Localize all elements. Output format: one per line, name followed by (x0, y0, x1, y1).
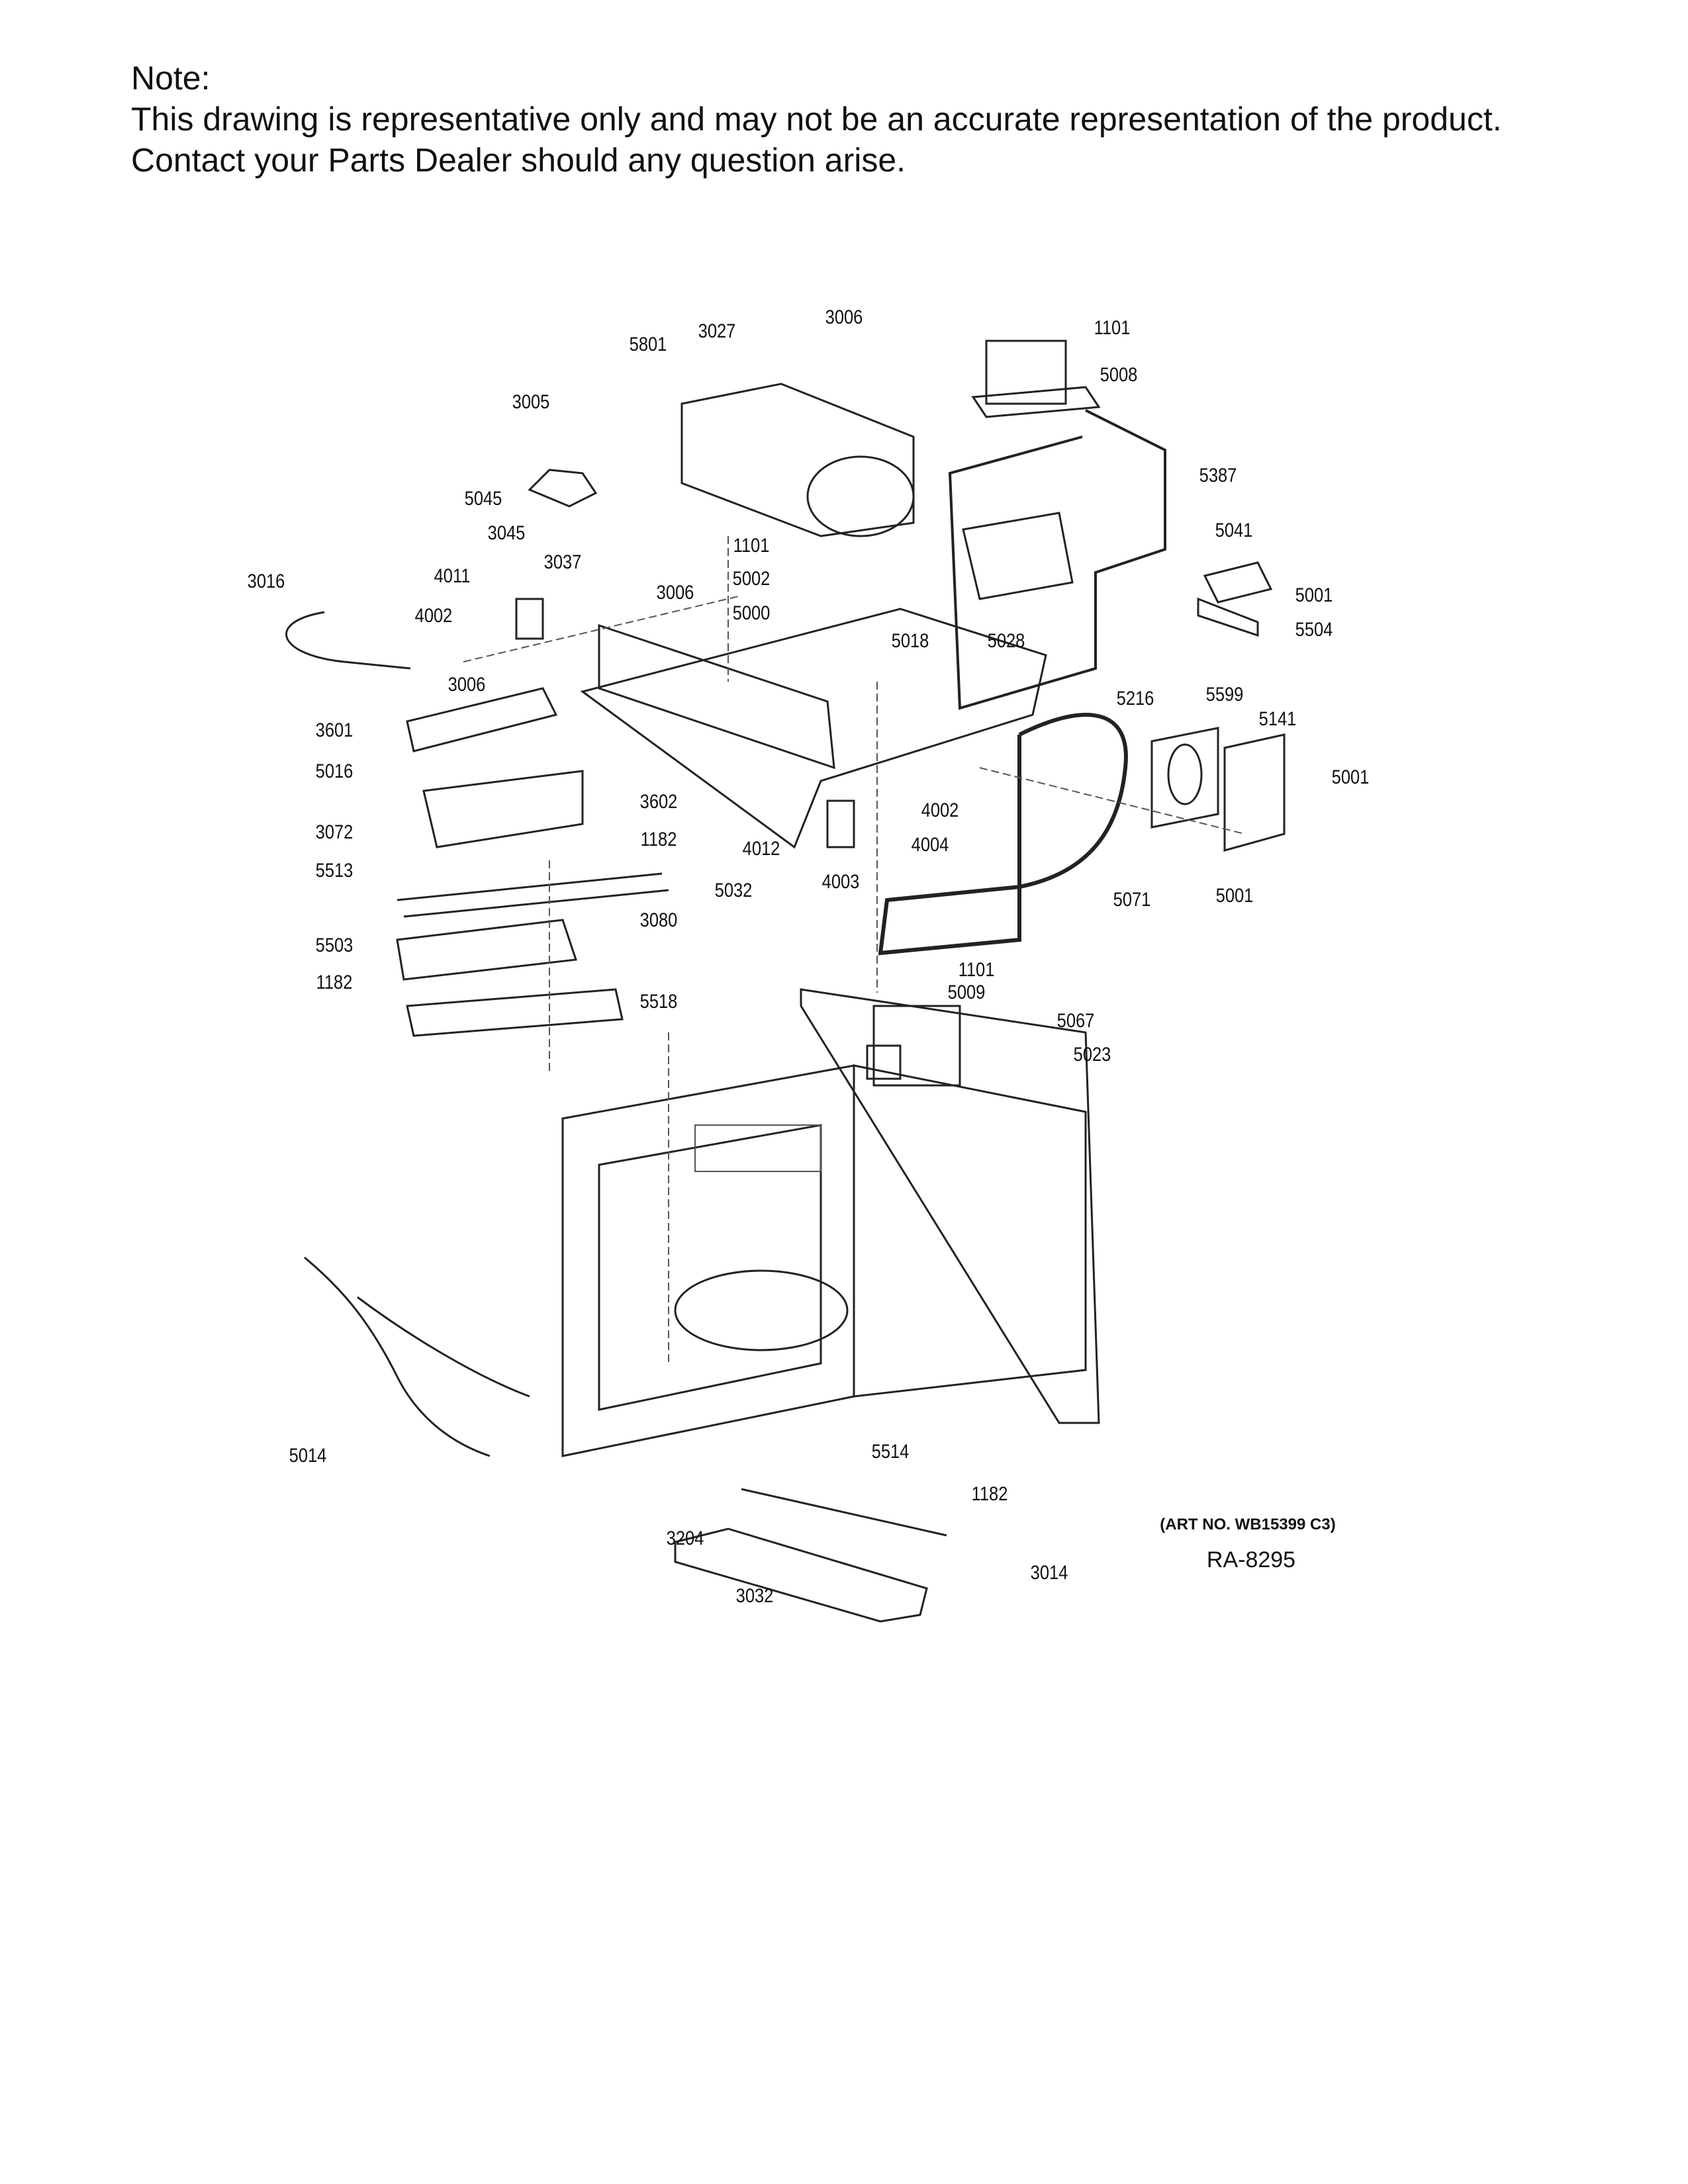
fan-motor (806, 455, 915, 537)
part-label-1101: 1101 (958, 959, 995, 981)
part-label-5503: 5503 (315, 934, 353, 956)
part-label-5514: 5514 (871, 1441, 910, 1463)
part-label-5599: 5599 (1205, 684, 1244, 705)
part-label-5513: 5513 (315, 860, 353, 882)
part-label-3032: 3032 (735, 1585, 774, 1607)
part-label-3602: 3602 (639, 791, 678, 813)
part-label-5041: 5041 (1215, 520, 1253, 541)
note-line-2: Contact your Parts Dealer should any que… (131, 142, 906, 179)
part-label-5018: 5018 (891, 630, 929, 652)
art-number: (ART NO. WB15399 C3) (1160, 1516, 1336, 1533)
part-label-3080: 3080 (639, 909, 678, 931)
part-label-5016: 5016 (315, 760, 353, 782)
part-label-3601: 3601 (315, 719, 353, 741)
part-label-5801: 5801 (629, 334, 667, 355)
part-label-5141: 5141 (1258, 708, 1297, 730)
part-label-4011: 4011 (434, 565, 471, 587)
part-label-5504: 5504 (1295, 619, 1333, 641)
part-label-5216: 5216 (1116, 688, 1154, 709)
part-label-4012: 4012 (742, 838, 780, 860)
part-label-5001: 5001 (1215, 885, 1254, 907)
vent-bar (598, 623, 835, 770)
part-label-5009: 5009 (947, 981, 986, 1003)
part-label-5045: 5045 (464, 488, 502, 510)
drawing-id: RA-8295 (1206, 1547, 1296, 1572)
part-label-4002: 4002 (921, 799, 959, 821)
part-label-3072: 3072 (315, 821, 353, 843)
note-heading: Note: (131, 60, 211, 97)
part-label-1182: 1182 (640, 829, 677, 850)
part-label-5002: 5002 (732, 568, 771, 590)
part-label-1182: 1182 (971, 1483, 1008, 1505)
part-label-4004: 4004 (911, 834, 949, 856)
part-label-3006: 3006 (656, 582, 694, 604)
part-label-5071: 5071 (1113, 889, 1151, 911)
fan-bracket (680, 383, 915, 537)
part-label-5028: 5028 (987, 630, 1025, 652)
part-label-5014: 5014 (289, 1445, 327, 1467)
part-label-3204: 3204 (666, 1527, 704, 1549)
oven-frame (561, 1064, 855, 1457)
part-label-4003: 4003 (821, 871, 860, 893)
part-label-3037: 3037 (543, 551, 582, 573)
part-label-5008: 5008 (1100, 364, 1138, 386)
part-label-3005: 3005 (512, 391, 550, 413)
part-label-5001: 5001 (1331, 766, 1370, 788)
part-label-1182: 1182 (316, 972, 353, 993)
part-label-5000: 5000 (732, 602, 771, 624)
part-label-3006: 3006 (447, 674, 486, 696)
part-label-3016: 3016 (247, 570, 285, 592)
part-label-5387: 5387 (1199, 465, 1237, 486)
part-label-5023: 5023 (1073, 1044, 1111, 1066)
part-label-4002: 4002 (414, 605, 453, 627)
part-label-5032: 5032 (714, 880, 753, 901)
part-label-3006: 3006 (825, 306, 863, 328)
part-label-1101: 1101 (1094, 317, 1131, 339)
oven-back-panel (800, 988, 1100, 1424)
part-label-3014: 3014 (1030, 1562, 1068, 1584)
kit-outline-5387 (948, 409, 1166, 710)
note-line-1: This drawing is representative only and … (131, 101, 1502, 138)
top-plate (580, 608, 1047, 849)
part-label-5067: 5067 (1056, 1010, 1095, 1032)
transformer (985, 340, 1067, 405)
part-label-3027: 3027 (698, 320, 736, 342)
waveguide-duct (878, 713, 1128, 956)
part-label-1101: 1101 (733, 535, 770, 557)
part-label-3045: 3045 (487, 522, 526, 544)
part-label-5518: 5518 (639, 991, 678, 1013)
part-label-5001: 5001 (1295, 584, 1333, 606)
